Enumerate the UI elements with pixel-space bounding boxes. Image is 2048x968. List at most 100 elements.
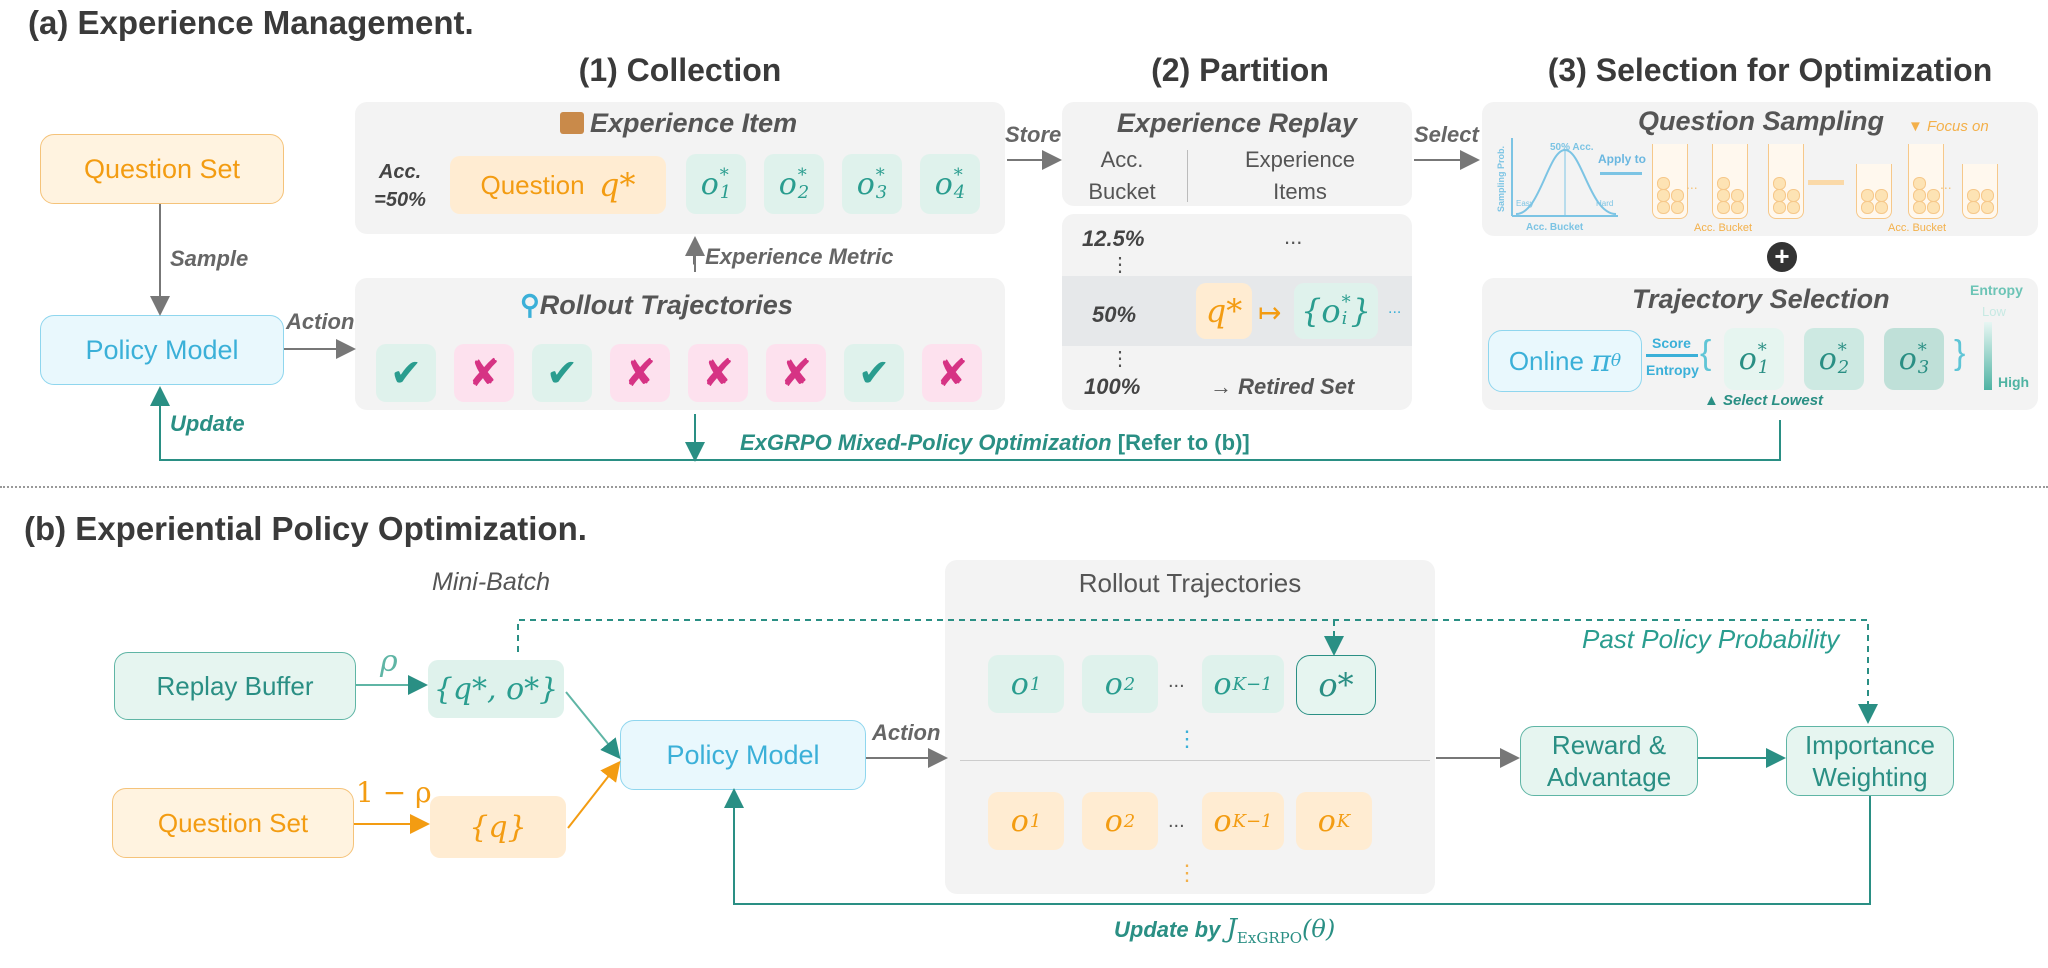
- set-qo: {q*, o*}: [433, 671, 559, 707]
- replay-col-divider: [1187, 150, 1188, 202]
- maps-to-icon: ↦: [1258, 297, 1282, 328]
- replay-col2-line1: Experience: [1244, 147, 1356, 172]
- replay-buffer-box[interactable]: Replay Buffer: [114, 652, 356, 720]
- box-icon: [560, 112, 584, 134]
- rollout-trajectories-title: Rollout Trajectories: [1078, 568, 1302, 598]
- jar-dots-left: ...: [1686, 176, 1698, 192]
- bucket-50: 50%: [1092, 302, 1137, 327]
- incorrect-mark-icon: ✘: [610, 344, 670, 402]
- experience-output-chip: o*1: [686, 154, 746, 214]
- o-sub: K: [1336, 810, 1351, 832]
- question-sampling-panel: [1482, 102, 2038, 236]
- o-sub: 1: [719, 182, 732, 203]
- entropy-scale-arrow: [1984, 322, 1992, 390]
- question-chip: Question q*: [450, 156, 666, 214]
- o-symbol: o: [1317, 803, 1336, 839]
- sample-label: Sample: [170, 246, 249, 271]
- o-sub: 3: [875, 182, 888, 203]
- arrow-up-icon: ↑: [688, 244, 699, 269]
- magnifier-icon: ⚲: [520, 290, 540, 320]
- o-sup: *: [797, 165, 807, 186]
- question-set-box[interactable]: Question Set: [40, 134, 284, 204]
- o-symbol: o: [1738, 341, 1757, 377]
- question-ball: [1967, 189, 1980, 202]
- question-ball: [1927, 189, 1940, 202]
- plot-easy-label: Easy: [1516, 199, 1534, 208]
- correct-mark-icon: ✔: [532, 344, 592, 402]
- question-ball: [1913, 177, 1926, 190]
- policy-model-label: Policy Model: [85, 334, 239, 365]
- sampling-jar: [1962, 164, 1998, 219]
- bucket-dots-1: ⋮: [1110, 254, 1130, 276]
- o-symbol: o: [1898, 341, 1917, 377]
- o-sub: 2: [1123, 810, 1136, 832]
- experience-output-chip: o*2: [764, 154, 824, 214]
- sampling-jar: [1652, 144, 1688, 219]
- refer-text: [Refer to (b)]: [1117, 430, 1250, 455]
- reward-advantage-box: Reward & Advantage: [1520, 726, 1698, 796]
- o-sub: 2: [797, 182, 810, 203]
- o-sub: 1: [1757, 357, 1770, 378]
- o-symbol: o: [1213, 803, 1232, 839]
- o-sub: 1: [1029, 673, 1042, 695]
- jar-dots-right: ...: [1940, 176, 1952, 192]
- o-scripts: *3: [1917, 340, 1929, 377]
- entropy-high-label: High: [1998, 374, 2030, 390]
- o-scripts: 2: [1123, 810, 1136, 832]
- acc-label: Acc. =50%: [368, 158, 432, 214]
- sampling-plot: 50% Acc. Easy Hard Acc. Bucket Sampling …: [1496, 138, 1618, 233]
- trajectory-output-chip: o*1: [1724, 328, 1784, 390]
- o-star-chip: o*: [1296, 655, 1376, 715]
- score-arrow: [1646, 354, 1698, 357]
- teal-ellipsis: ...: [1168, 670, 1185, 692]
- action-label-b: Action: [872, 720, 941, 745]
- o-sup: *: [719, 165, 729, 186]
- o-sub: K−1: [1232, 673, 1273, 695]
- o-sup: *: [1917, 340, 1927, 361]
- o-star: o*: [1318, 666, 1354, 704]
- o-symbol: o: [1104, 803, 1123, 839]
- pi-symbol: π: [1591, 343, 1611, 379]
- bucket-label-right: Acc. Bucket: [1888, 222, 1947, 234]
- replay-o-sub: i: [1341, 308, 1348, 329]
- apply-arrow: [1600, 172, 1642, 175]
- replay-col2: Experience Items: [1220, 144, 1380, 208]
- vdots-2: ⋮: [1176, 860, 1198, 885]
- replay-buffer-label: Replay Buffer: [156, 670, 314, 701]
- replay-more: ...: [1388, 300, 1402, 317]
- mixed-policy-text: ExGRPO Mixed-Policy Optimization: [740, 430, 1112, 455]
- question-ball: [1981, 189, 1994, 202]
- o-scripts: *2: [1838, 342, 1849, 377]
- replay-q-chip: q*: [1196, 283, 1252, 339]
- question-ball: [1717, 177, 1730, 190]
- o-sup: *: [953, 165, 963, 186]
- sampling-transition-arrow: [1808, 180, 1844, 185]
- policy-model-box-b[interactable]: Policy Model: [620, 720, 866, 790]
- acc-value: =50%: [374, 189, 426, 211]
- plot-peak-label: 50% Acc.: [1550, 142, 1594, 153]
- bucket-100: 100%: [1084, 374, 1141, 399]
- score-label: Score: [1652, 335, 1691, 351]
- question-set-box-b[interactable]: Question Set: [112, 788, 354, 858]
- objective-arg: (θ): [1302, 915, 1336, 943]
- o-symbol: o: [1104, 666, 1123, 702]
- section-divider: [0, 486, 2048, 488]
- section-a-title: (a) Experience Management.: [28, 4, 474, 41]
- replay-o-close: }: [1350, 292, 1371, 330]
- partition-title: (2) Partition: [1151, 52, 1329, 88]
- replay-o-open: {o: [1301, 292, 1341, 330]
- replay-col1-line1: Acc.: [1100, 147, 1144, 172]
- policy-model-label-b: Policy Model: [666, 739, 820, 770]
- plus-glyph: +: [1774, 241, 1790, 271]
- incorrect-mark-icon: ✘: [454, 344, 514, 402]
- question-sampling-title: Question Sampling: [1638, 106, 1885, 136]
- mixed-policy-label: ExGRPO Mixed-Policy Optimization [Refer …: [740, 430, 1250, 456]
- correct-mark-icon: ✔: [844, 344, 904, 402]
- o-symbol: o: [934, 166, 953, 202]
- question-ball: [1731, 189, 1744, 202]
- replay-chip-to-policy-arrow: [565, 691, 621, 760]
- rho-label: ρ: [380, 644, 398, 679]
- question-chip-label: Question: [480, 169, 585, 200]
